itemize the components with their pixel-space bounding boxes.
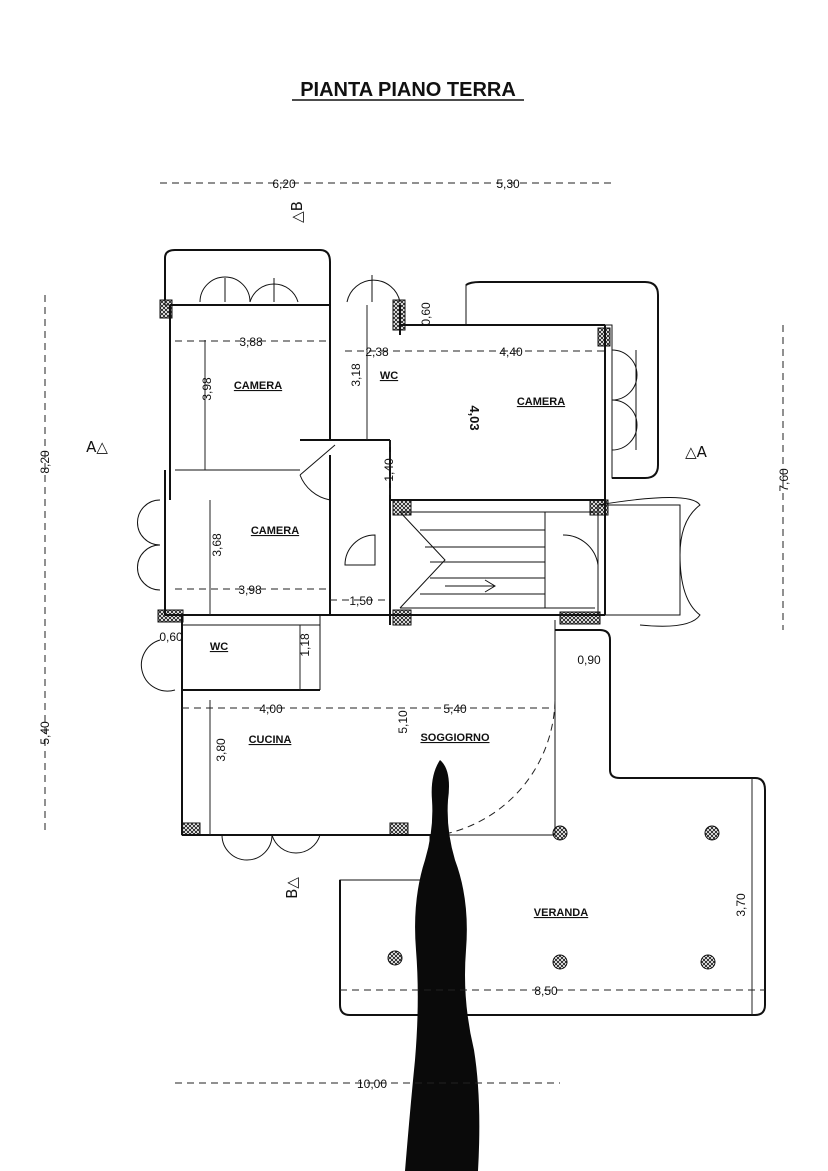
room-label-camera-nw: CAMERA [234,380,282,392]
staircase [399,511,595,609]
plan-title: PIANTA PIANO TERRA [300,79,516,101]
room-label-wc-s: WC [210,641,228,653]
section-marker-a-left: A△ [86,438,108,456]
dim-entry-width: 0,90 [577,653,601,667]
room-label-veranda: VERANDA [534,907,588,919]
dim-wc-s-height: 1,18 [298,633,312,657]
scan-smudge [405,760,480,1171]
dim-wc-n-width: 2,38 [365,345,389,359]
dim-cam-nw-height: 3,98 [200,377,214,401]
dim-cam-w-height: 3,68 [210,533,224,557]
dim-right-side: 7,60 [777,468,791,492]
room-label-cucina: CUCINA [249,734,292,746]
dim-top-right: 5,30 [496,177,520,191]
terrace-areas [164,249,766,1016]
interior-walls [165,305,605,691]
veranda-columns [387,825,720,970]
dim-hall-width: 1,50 [349,594,373,608]
dim-cucina-height: 3,80 [214,738,228,762]
room-label-soggiorno: SOGGIORNO [420,732,490,744]
wall-piers [157,299,611,836]
dim-soggiorno-width: 5,40 [443,702,467,716]
dim-gap-top: 0,60 [419,302,433,326]
dim-cam-w-width: 3,98 [238,583,262,597]
exterior-walls [164,249,766,1016]
dim-hall-height: 1,40 [382,458,396,482]
dimension-lines [44,182,784,1084]
dim-cam-nw-width: 3,88 [239,335,263,349]
room-label-camera-w: CAMERA [251,525,299,537]
dim-wc-n-height: 3,18 [349,363,363,387]
section-marker-a-right: △A [685,443,708,461]
dim-soggiorno-height: 5,10 [396,710,410,734]
dim-bottom: 10,00 [357,1077,387,1091]
dim-veranda-width: 8,50 [534,984,558,998]
section-marker-b-top: △B [288,201,306,223]
dim-veranda-height: 3,70 [734,893,748,917]
room-label-wc-n: WC [380,370,398,382]
dim-wc-s-left: 0,60 [159,630,183,644]
dim-left-lower: 5,40 [38,721,52,745]
section-marker-b-bottom: B△ [283,877,301,899]
dim-top-left: 6,20 [272,177,296,191]
room-label-camera-ne: CAMERA [517,396,565,408]
dim-cam-ne-width: 4,40 [499,345,523,359]
dim-cam-ne-height: 4,03 [467,405,482,430]
doors [137,275,701,861]
dim-cucina-width: 4,00 [259,702,283,716]
dim-left-upper: 8,20 [38,450,52,474]
